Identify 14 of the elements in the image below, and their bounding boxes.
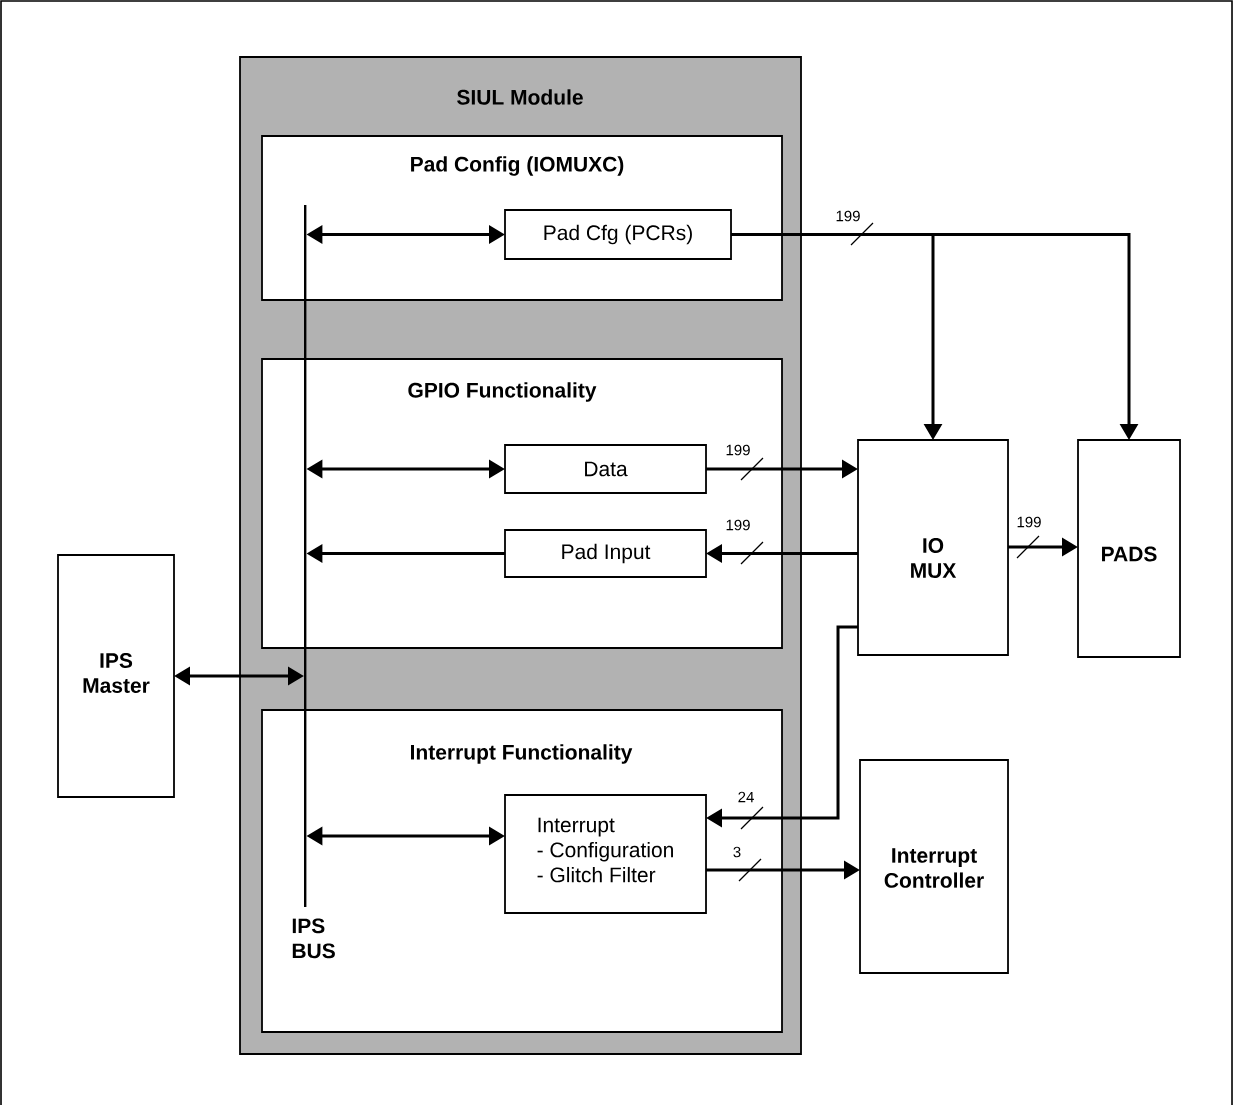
edge-label: 24	[738, 791, 754, 803]
block-box: Interrupt Controller	[859, 759, 1009, 974]
edge-label: 199	[1017, 516, 1041, 528]
process-box: Data	[504, 444, 707, 494]
process-box: Pad Cfg (PCRs)	[504, 209, 732, 260]
block-box: IO MUX	[857, 439, 1009, 656]
process-box: Interrupt - Configuration - Glitch Filter	[504, 794, 707, 914]
process-box: Pad Input	[504, 529, 707, 578]
edge-label: 199	[726, 444, 750, 456]
edge-label: 3	[733, 846, 741, 858]
block-box: IPS Master	[57, 554, 175, 798]
edge-label: 199	[836, 210, 860, 222]
block-box: PADS	[1077, 439, 1181, 658]
edge-label: 199	[726, 519, 750, 531]
